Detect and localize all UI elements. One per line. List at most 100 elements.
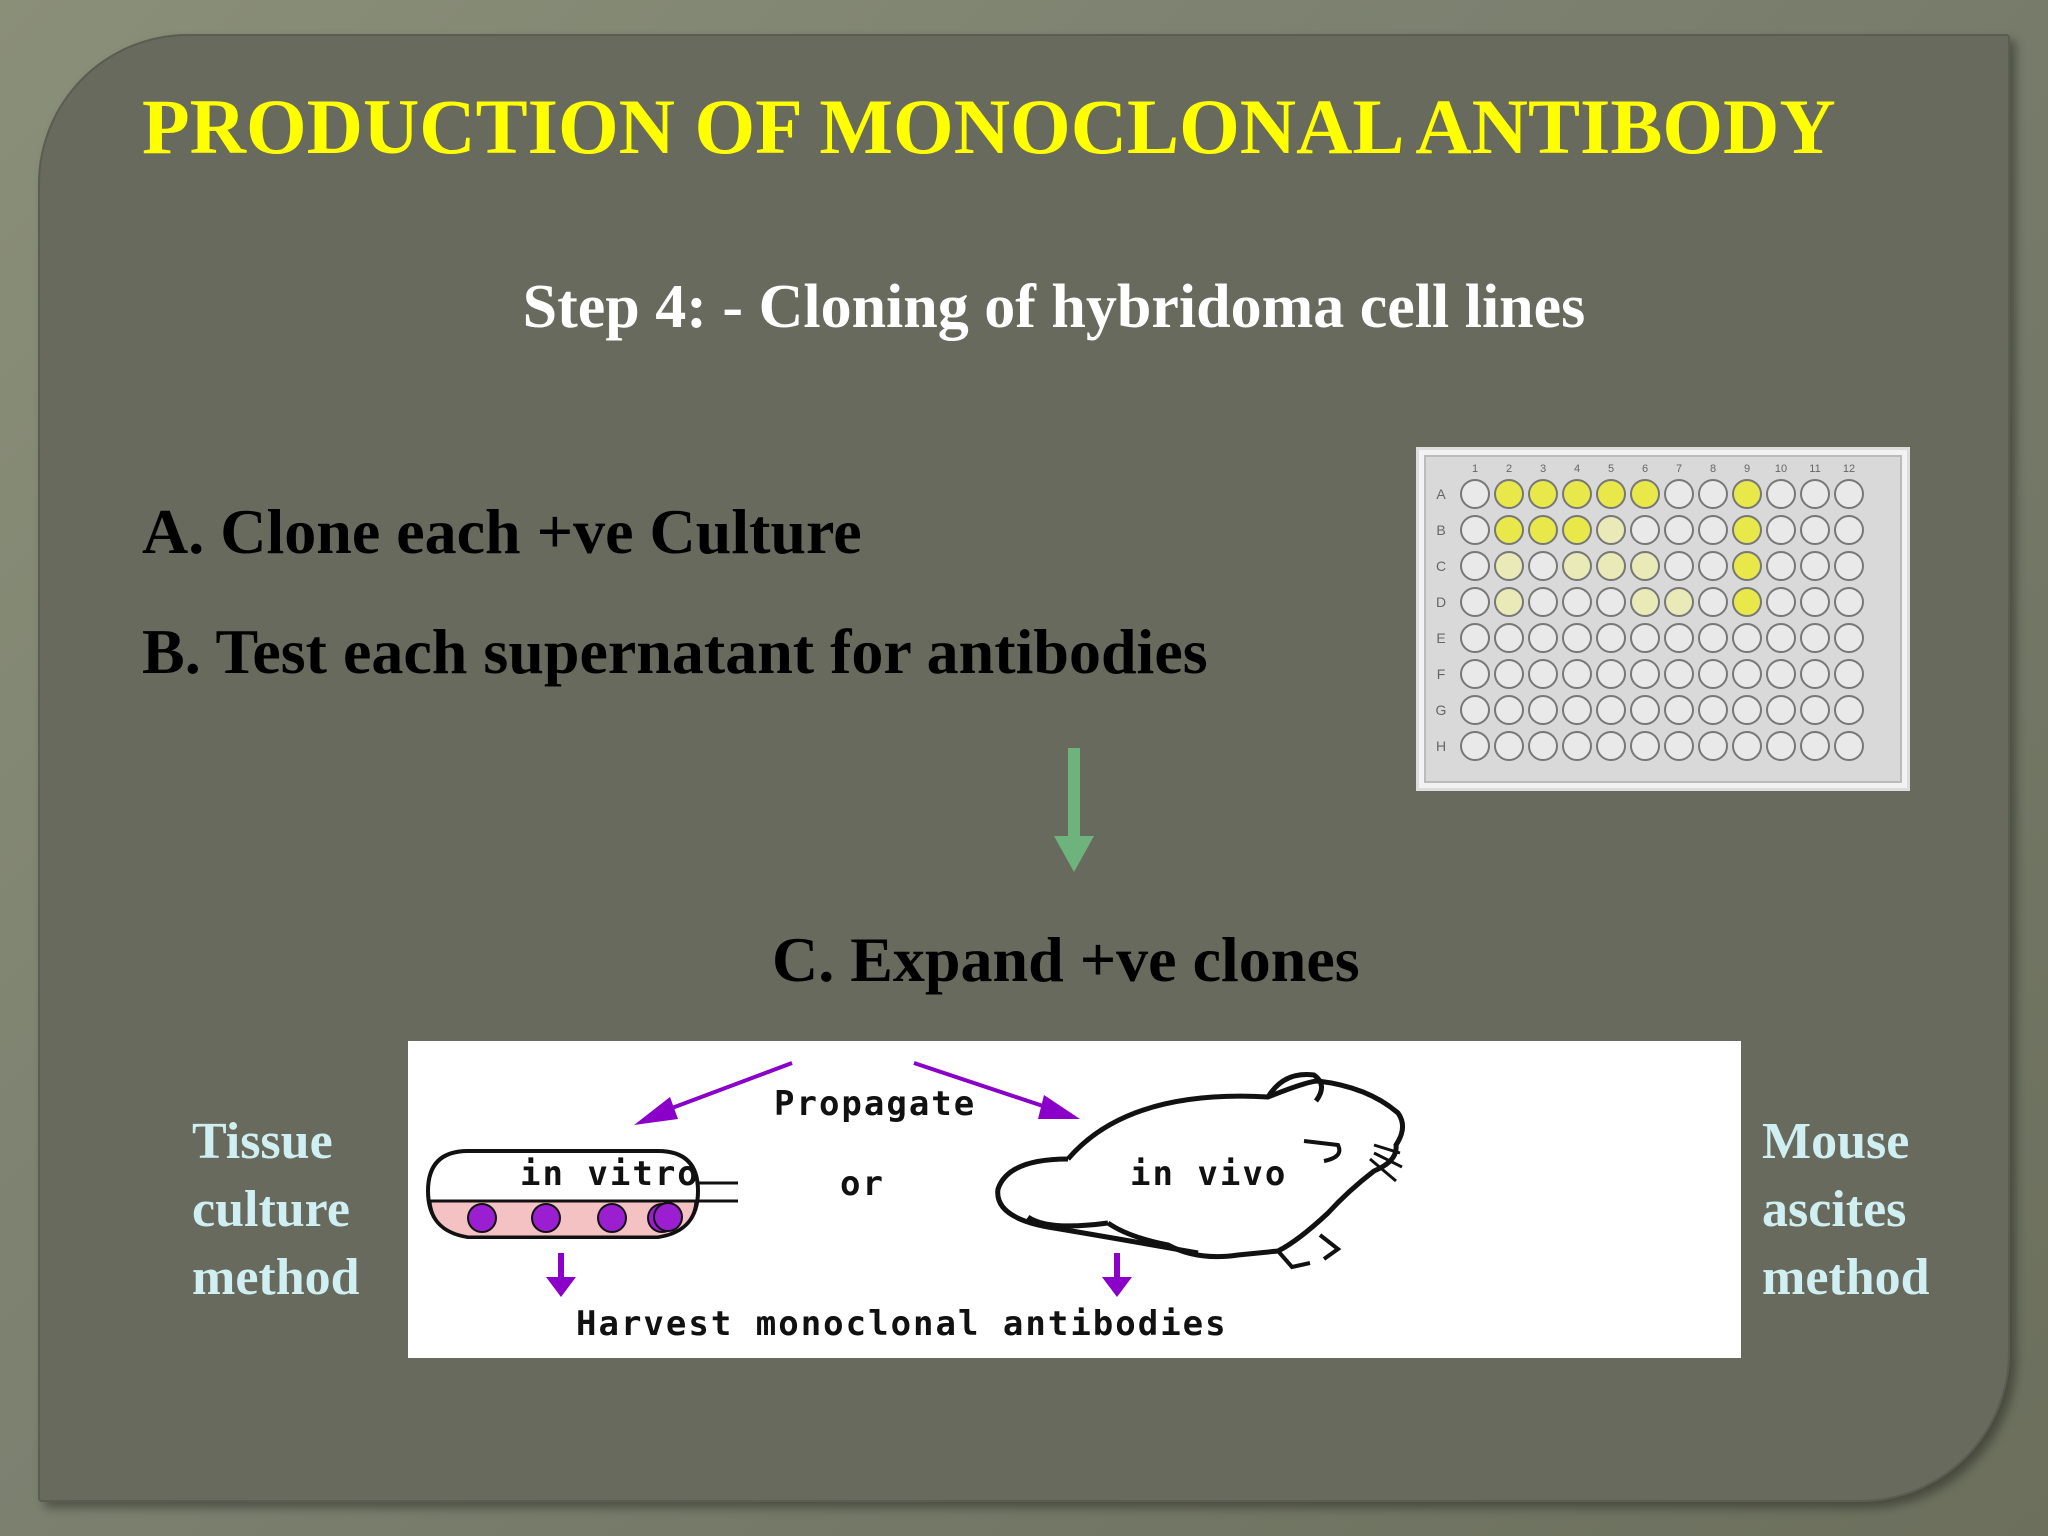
plate-well [1630, 731, 1660, 761]
plate-well [1494, 659, 1524, 689]
plate-well [1766, 623, 1796, 653]
plate-well [1596, 623, 1626, 653]
mouse-icon [995, 1071, 1405, 1270]
plate-row-label: F [1437, 666, 1446, 682]
plate-well [1800, 731, 1830, 761]
plate-row-label: E [1436, 630, 1445, 646]
mouse-ascites-label: Mouse ascites method [1762, 1108, 1930, 1312]
plate-well [1766, 659, 1796, 689]
plate-well [1834, 623, 1864, 653]
plate-well [1732, 551, 1762, 581]
plate-column-label: 9 [1744, 463, 1750, 475]
plate-column-label: 7 [1676, 463, 1682, 475]
plate-well [1596, 587, 1626, 617]
plate-well [1800, 695, 1830, 725]
plate-well [1698, 659, 1728, 689]
plate-well [1562, 515, 1592, 545]
plate-row-label: B [1436, 522, 1445, 538]
plate-well [1460, 695, 1490, 725]
arrow-to-in-vivo [913, 1061, 1047, 1109]
harvest-arrow-right-icon [1102, 1253, 1132, 1297]
plate-well [1528, 551, 1558, 581]
plate-well [1732, 515, 1762, 545]
down-arrow-icon [1054, 748, 1094, 872]
plate-row-label: D [1436, 594, 1446, 610]
plate-well [1494, 587, 1524, 617]
plate-well [1494, 731, 1524, 761]
plate-well [1494, 551, 1524, 581]
plate-well [1494, 515, 1524, 545]
plate-well [1630, 587, 1660, 617]
plate-well [1698, 587, 1728, 617]
plate-well [1664, 659, 1694, 689]
plate-well [1766, 515, 1796, 545]
plate-well [1596, 479, 1626, 509]
slide-title: PRODUCTION OF MONOCLONAL ANTIBODY [142, 83, 1836, 170]
plate-well [1766, 479, 1796, 509]
plate-well [1732, 623, 1762, 653]
plate-well [1460, 479, 1490, 509]
plate-row-label: C [1436, 558, 1446, 574]
plate-column-label: 2 [1506, 463, 1512, 475]
plate-row-label: G [1436, 702, 1447, 718]
plate-well [1800, 479, 1830, 509]
plate-well [1528, 731, 1558, 761]
tissue-culture-line-3: method [192, 1249, 360, 1306]
plate-well [1630, 695, 1660, 725]
plate-well [1766, 695, 1796, 725]
plate-well [1630, 551, 1660, 581]
plate-row-label: H [1436, 738, 1446, 754]
plate-well [1596, 659, 1626, 689]
plate-well [1834, 659, 1864, 689]
plate-well [1664, 623, 1694, 653]
plate-well [1460, 551, 1490, 581]
plate-well [1766, 551, 1796, 581]
plate-well [1800, 587, 1830, 617]
plate-column-label: 6 [1642, 463, 1648, 475]
plate-well [1766, 731, 1796, 761]
plate-well [1732, 731, 1762, 761]
plate-well [1562, 623, 1592, 653]
tissue-culture-line-2: culture [192, 1181, 350, 1238]
plate-well [1800, 623, 1830, 653]
plate-column-label: 4 [1574, 463, 1580, 475]
plate-well [1766, 587, 1796, 617]
plate-well [1528, 479, 1558, 509]
tissue-culture-line-1: Tissue [192, 1113, 333, 1170]
plate-well [1460, 731, 1490, 761]
plate-well [1562, 695, 1592, 725]
plate-column-label: 3 [1540, 463, 1546, 475]
plate-well [1698, 695, 1728, 725]
in-vitro-label: in vitro [520, 1154, 700, 1194]
plate-well [1698, 731, 1728, 761]
harvest-arrow-left-icon [546, 1253, 576, 1297]
plate-well [1562, 479, 1592, 509]
plate-well [1664, 731, 1694, 761]
plate-well [1596, 551, 1626, 581]
plate-well [1732, 587, 1762, 617]
plate-well [1460, 659, 1490, 689]
slide-subtitle: Step 4: - Cloning of hybridoma cell line… [522, 273, 1586, 341]
plate-well [1630, 515, 1660, 545]
plate-well [1664, 695, 1694, 725]
plate-column-label: 12 [1843, 463, 1855, 475]
plate-well [1562, 731, 1592, 761]
propagate-label: Propagate [774, 1084, 976, 1124]
or-label: or [840, 1164, 885, 1204]
plate-well [1664, 551, 1694, 581]
plate-well [1528, 587, 1558, 617]
tissue-culture-label: Tissue culture method [192, 1108, 360, 1312]
plate-well [1460, 623, 1490, 653]
mouse-ascites-line-2: ascites [1762, 1181, 1907, 1238]
plate-well [1834, 731, 1864, 761]
arrow-to-in-vitro [663, 1061, 793, 1113]
plate-well [1698, 515, 1728, 545]
plate-well [1834, 587, 1864, 617]
plate-column-label: 1 [1472, 463, 1478, 475]
step-c-text: C. Expand +ve clones [772, 924, 1360, 995]
mouse-ascites-line-3: method [1762, 1249, 1930, 1306]
plate-column-label: 11 [1809, 463, 1820, 475]
plate-well [1494, 479, 1524, 509]
